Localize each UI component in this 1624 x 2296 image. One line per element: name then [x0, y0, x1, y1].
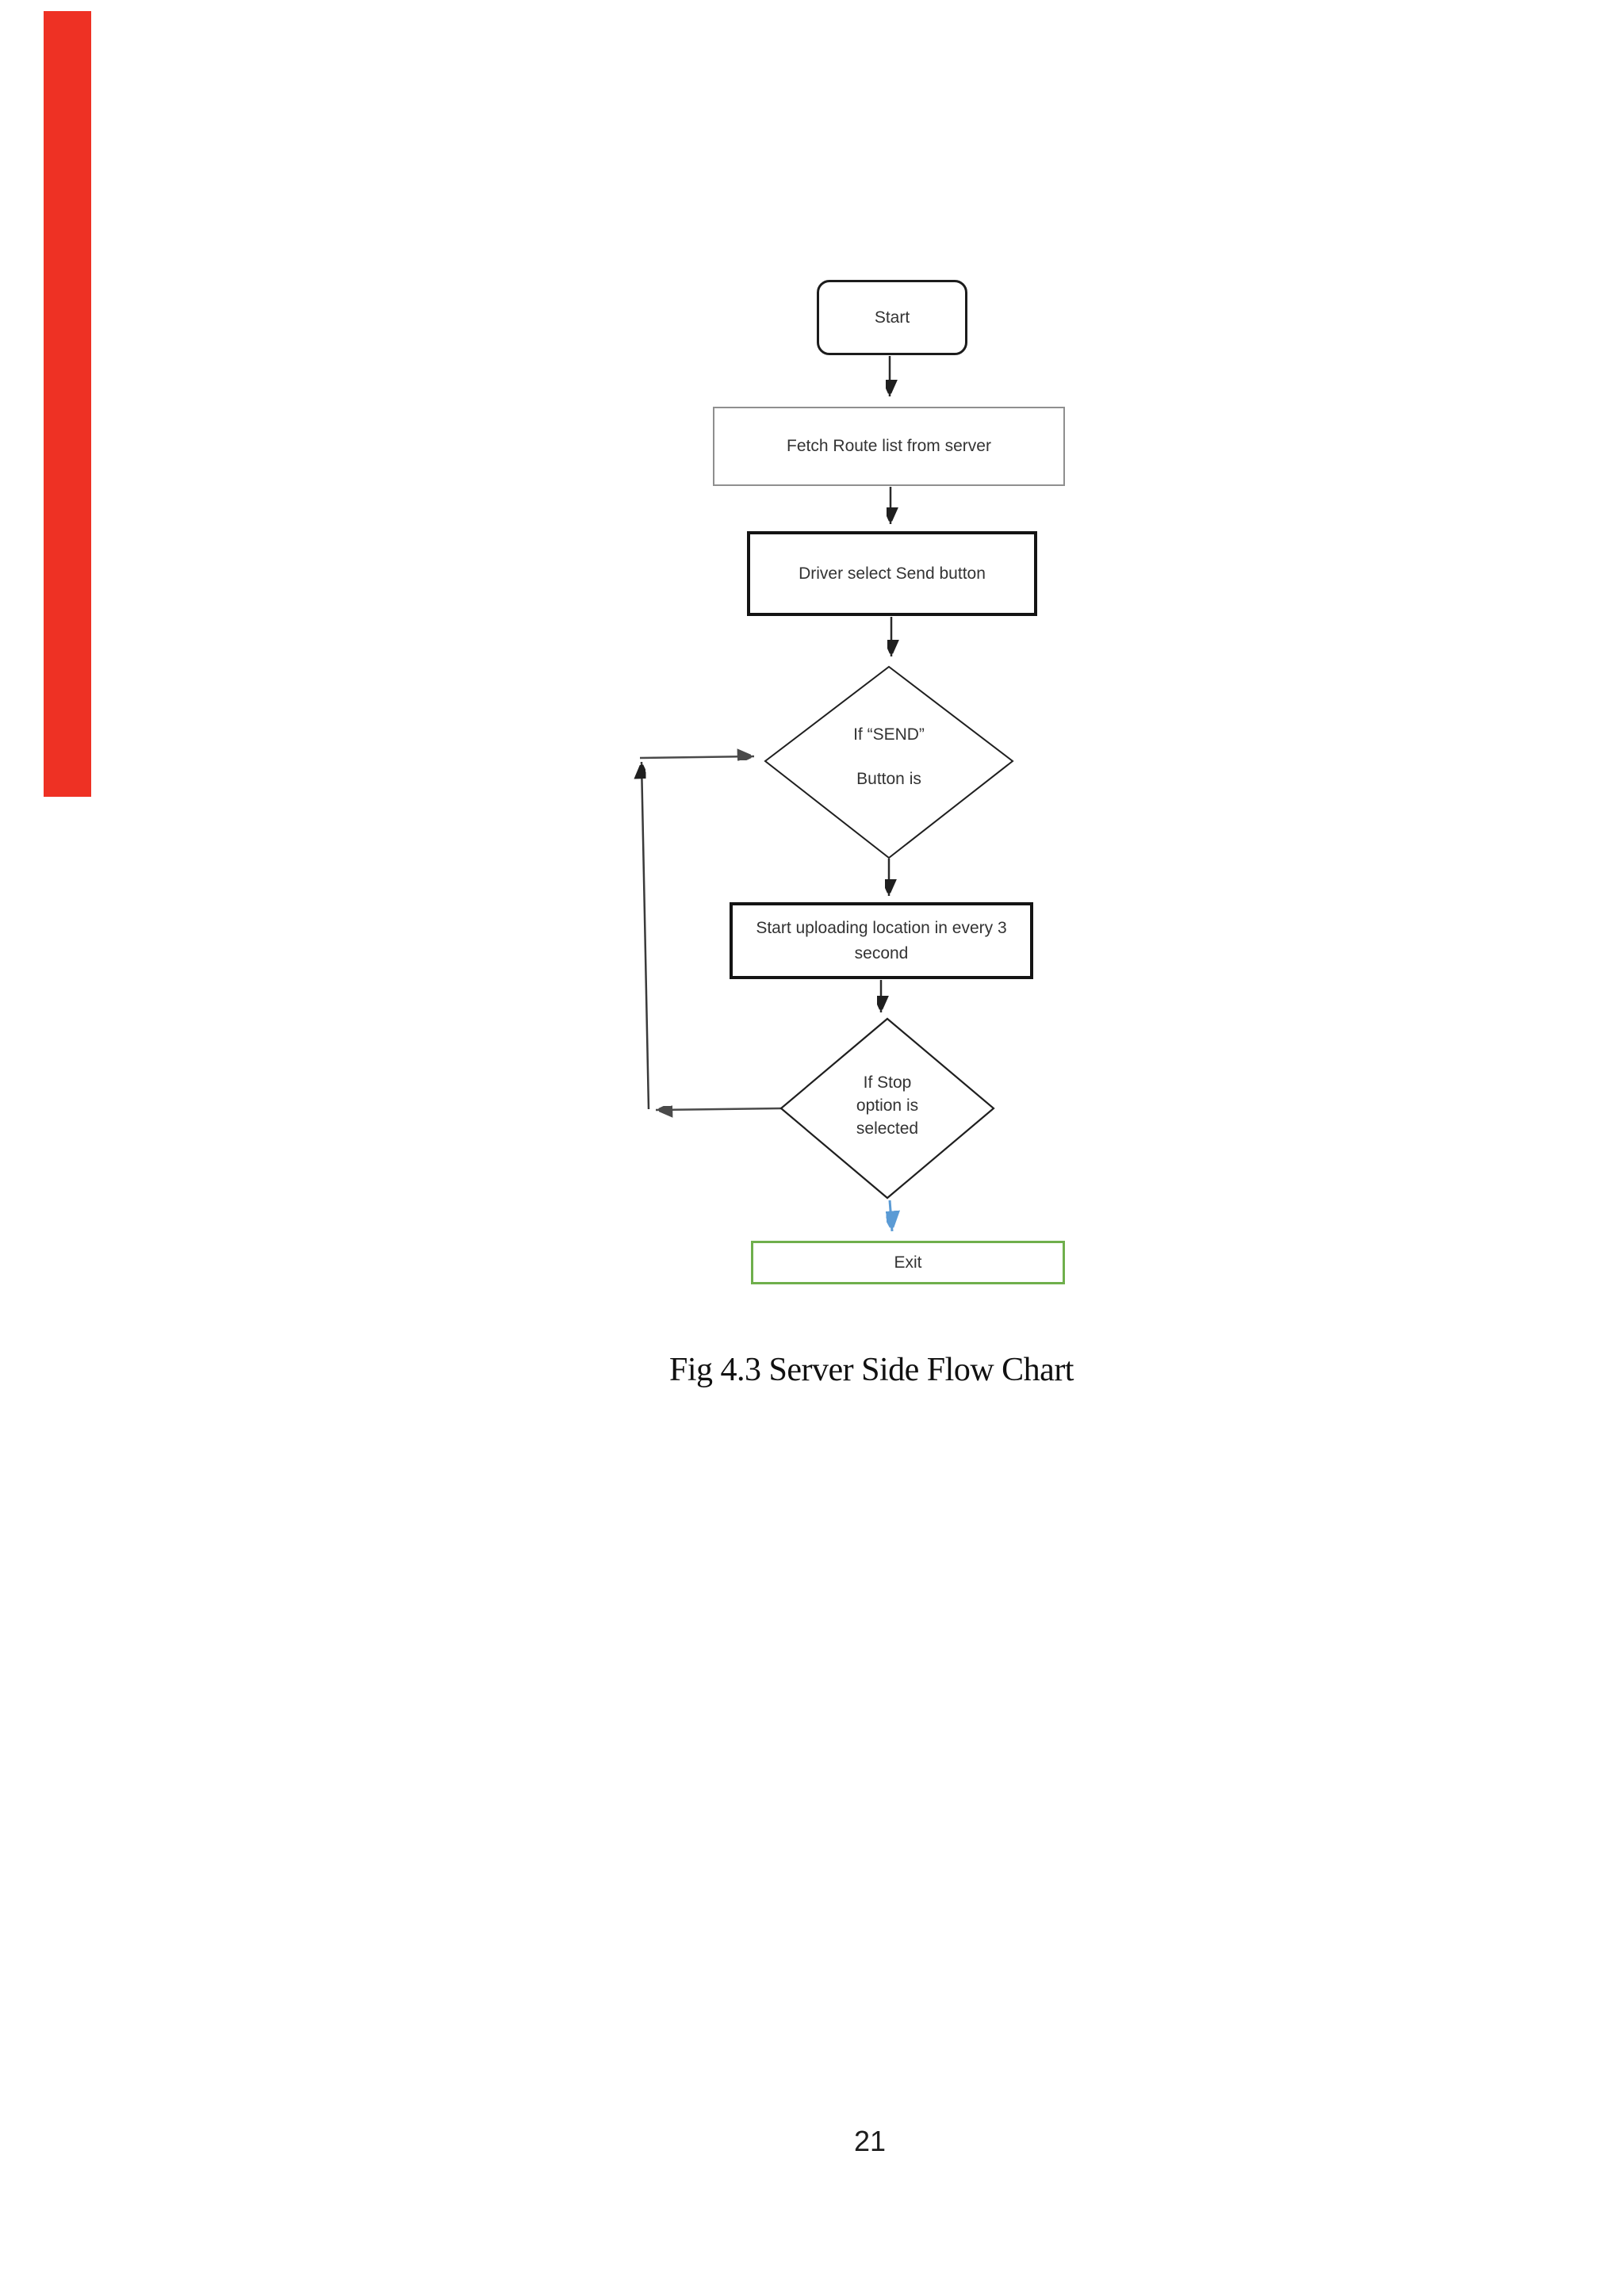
figure-caption: Fig 4.3 Server Side Flow Chart [669, 1352, 1074, 1388]
upload-label-line1: Start uploading location in every 3 [756, 918, 1007, 937]
loop-arrow-vertical-segment [642, 761, 650, 1110]
send-decision-label: If “SEND” Button is [793, 713, 985, 802]
stop-decision-line2: option is [856, 1096, 919, 1115]
arrow-stop-decision-to-exit [890, 1200, 892, 1232]
flow-node-start-uploading: Start uploading location in every 3 seco… [730, 902, 1033, 979]
send-decision-line2: Button is [856, 770, 921, 788]
stop-decision-line3: selected [856, 1119, 919, 1138]
loop-arrow-top-segment [639, 756, 755, 758]
flow-node-start-label: Start [874, 308, 910, 327]
exit-label: Exit [894, 1253, 922, 1272]
flow-node-start: Start [817, 280, 967, 355]
flow-node-exit: Exit [751, 1241, 1065, 1284]
stop-decision-diamond [779, 1017, 995, 1200]
loop-arrow-bottom-segment [655, 1108, 782, 1110]
send-decision-diamond [764, 665, 1014, 859]
flow-node-driver-select-send: Driver select Send button [747, 531, 1037, 616]
flow-node-fetch-route-list: Fetch Route list from server [713, 407, 1065, 486]
stop-decision-label: If Stop option is selected [808, 1071, 967, 1140]
flow-node-driver-label: Driver select Send button [799, 564, 986, 583]
stop-decision-line1: If Stop [863, 1073, 912, 1092]
red-margin-bar [44, 11, 91, 797]
flow-node-fetch-label: Fetch Route list from server [787, 437, 991, 455]
page-number: 21 [853, 2125, 887, 2157]
send-decision-line1: If “SEND” [853, 725, 925, 744]
upload-label-line2: second [854, 943, 909, 962]
